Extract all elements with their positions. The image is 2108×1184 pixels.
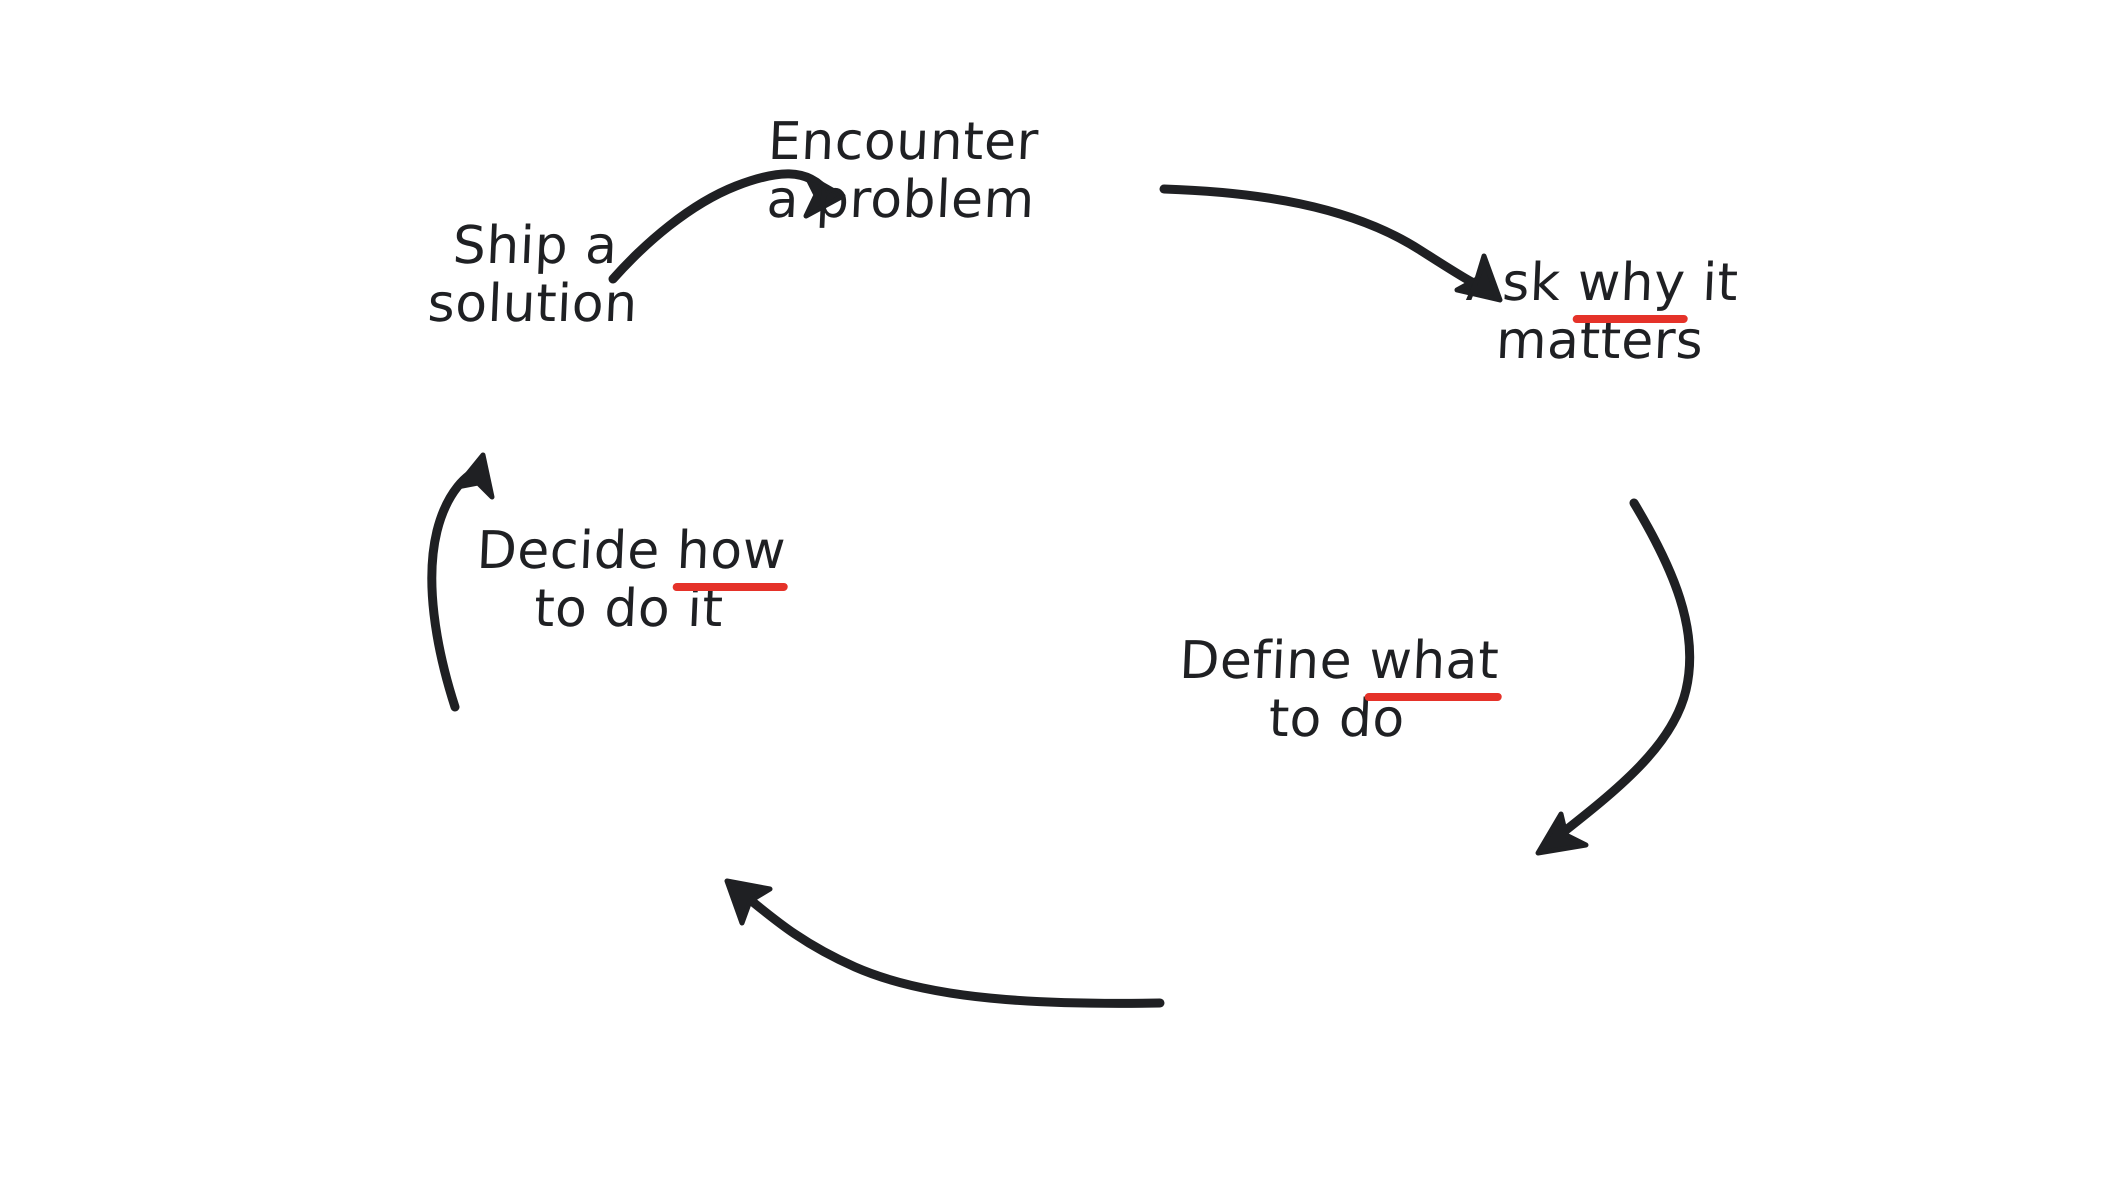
node-line-1: Decide how	[450, 521, 813, 581]
node-text-pre: Encounter	[766, 112, 1040, 172]
node-encounter-a-problem[interactable]: Encounter a problem	[739, 112, 1065, 231]
highlighted-word-why: why	[1576, 253, 1687, 313]
highlighted-word-how: how	[675, 521, 788, 581]
highlighted-word-what: what	[1367, 631, 1501, 691]
node-text-pre: Define	[1178, 631, 1371, 691]
node-text-pre: Ship a	[451, 216, 619, 276]
node-line-2: solution	[426, 274, 639, 335]
arrow-ask-to-define	[1535, 498, 1695, 856]
arrow-decide-to-ship	[427, 452, 495, 712]
arrow-encounter-to-ask	[1159, 184, 1503, 303]
node-line-2: a problem	[765, 170, 1037, 231]
node-line-1: Ship a	[404, 216, 667, 276]
arrow-define-to-decide	[724, 878, 1165, 1008]
arrow-ship-to-encounter	[608, 169, 846, 284]
node-line-1: Encounter	[742, 112, 1065, 172]
node-define-what-to-do[interactable]: Define what to do	[1155, 631, 1521, 749]
node-line-1: Define what	[1158, 631, 1521, 691]
node-text-pre: Ask	[1464, 253, 1579, 313]
node-decide-how-to-do-it[interactable]: Decide how to do it	[447, 521, 813, 639]
node-ask-why-it-matters[interactable]: Ask why it matters	[1433, 253, 1769, 371]
node-text-post: it	[1684, 253, 1740, 313]
node-line-1: Ask why it	[1436, 253, 1769, 313]
node-text-pre: Decide	[475, 521, 679, 581]
node-ship-a-solution[interactable]: Ship a solution	[401, 216, 667, 335]
